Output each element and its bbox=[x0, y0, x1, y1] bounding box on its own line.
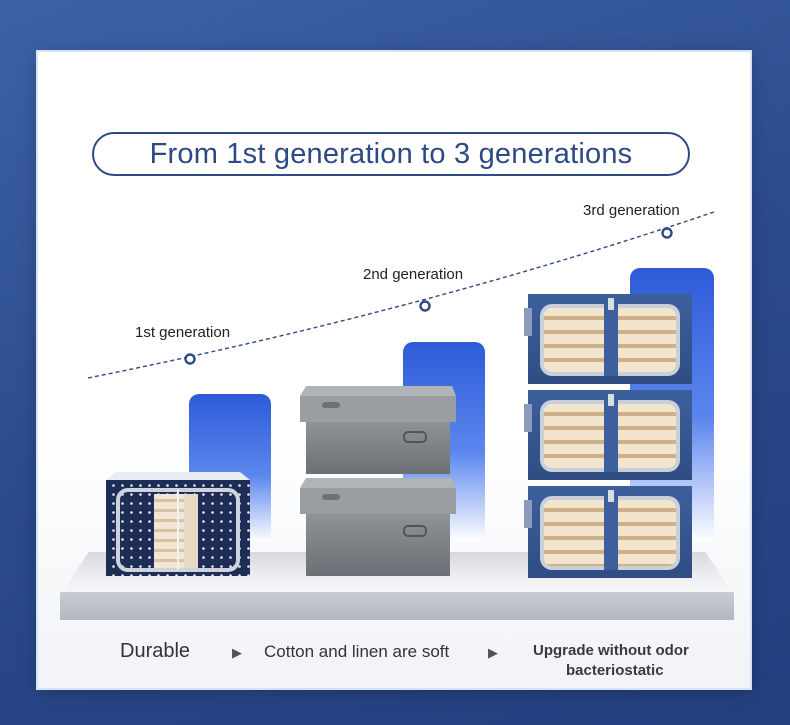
feature-upgrade-line2: bacteriostatic bbox=[566, 662, 664, 679]
storage-box-gen1-image bbox=[106, 472, 250, 576]
feature-durable: Durable bbox=[120, 640, 191, 662]
generation-label-3: 3rd generation bbox=[583, 202, 680, 219]
generation-label-1: 1st generation bbox=[135, 324, 231, 341]
growth-curve bbox=[87, 211, 715, 379]
arrow-right-icon: ▶ bbox=[488, 645, 498, 660]
content-card: From 1st generation to 3 generations 1st… bbox=[38, 52, 750, 688]
feature-row: Durable ▶ Cotton and linen are soft ▶ Up… bbox=[38, 634, 750, 688]
feature-cotton-linen: Cotton and linen are soft bbox=[264, 642, 450, 661]
storage-box-gen3-image bbox=[524, 294, 692, 578]
storage-box-gen2-image bbox=[300, 386, 456, 576]
page-title: From 1st generation to 3 generations bbox=[92, 132, 690, 176]
feature-upgrade-line1: Upgrade without odor bbox=[533, 642, 689, 659]
generation-label-2: 2nd generation bbox=[363, 266, 464, 283]
page-title-text: From 1st generation to 3 generations bbox=[149, 137, 633, 170]
display-platform-front bbox=[60, 592, 734, 620]
generation-marker-2 bbox=[419, 300, 431, 312]
generation-marker-3 bbox=[661, 227, 673, 239]
arrow-right-icon: ▶ bbox=[232, 645, 242, 660]
generation-marker-1 bbox=[184, 353, 196, 365]
